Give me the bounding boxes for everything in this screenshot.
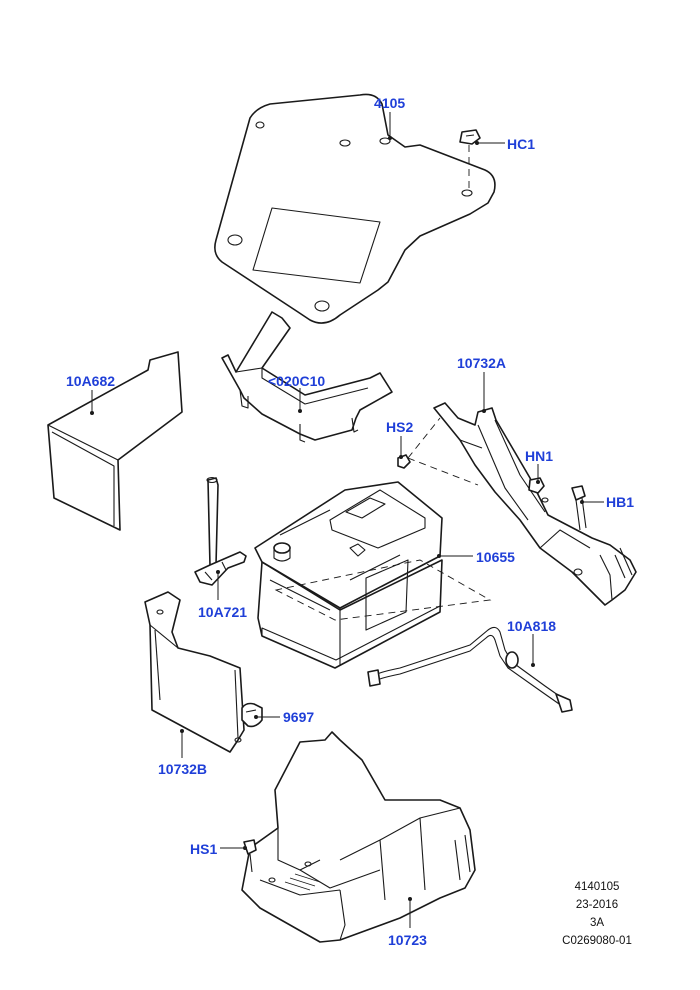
label-hc1: HC1 bbox=[507, 136, 535, 152]
ref-line-1: 4140105 bbox=[575, 881, 620, 893]
part-9697-plug bbox=[241, 702, 263, 728]
label-10a721: 10A721 bbox=[198, 604, 247, 620]
part-10a682-pad bbox=[47, 351, 183, 531]
part-4105-battery-cover bbox=[214, 93, 496, 324]
part-10732a-tray bbox=[407, 402, 637, 606]
leader-lines bbox=[90, 112, 604, 928]
part-hn1-nut bbox=[528, 477, 545, 494]
label-hn1: HN1 bbox=[525, 448, 553, 464]
label-020c10: <020C10 bbox=[268, 373, 325, 389]
part-020c10-bracket bbox=[221, 311, 393, 443]
label-hs2: HS2 bbox=[386, 419, 413, 435]
label-10a818: 10A818 bbox=[507, 618, 556, 634]
ref-line-2: 23-2016 bbox=[576, 899, 618, 911]
part-10a818-vent-tube bbox=[367, 626, 573, 713]
label-10723: 10723 bbox=[388, 932, 427, 948]
reference-block: 4140105 23-2016 3A C0269080-01 bbox=[562, 881, 632, 947]
part-hs1-screw bbox=[243, 839, 257, 873]
part-10732b-shield bbox=[144, 591, 245, 753]
label-10732b: 10732B bbox=[158, 761, 207, 777]
part-10655-battery bbox=[254, 481, 492, 669]
label-10655: 10655 bbox=[476, 549, 515, 565]
part-hb1-bolt bbox=[571, 485, 587, 531]
label-10a682: 10A682 bbox=[66, 373, 115, 389]
label-hs1: HS1 bbox=[190, 841, 217, 857]
label-hb1: HB1 bbox=[606, 494, 634, 510]
part-hc1-clip bbox=[459, 129, 481, 190]
ref-line-3: 3A bbox=[590, 917, 604, 929]
part-10723-tray bbox=[241, 731, 476, 943]
label-9697: 9697 bbox=[283, 709, 314, 725]
part-10a721-clamp bbox=[194, 476, 247, 586]
callout-labels: 4105 HC1 10A682 <020C10 10732A HS2 HN1 H… bbox=[66, 95, 634, 948]
label-4105: 4105 bbox=[374, 95, 405, 111]
ref-line-4: C0269080-01 bbox=[562, 935, 632, 947]
label-10732a: 10732A bbox=[457, 355, 506, 371]
